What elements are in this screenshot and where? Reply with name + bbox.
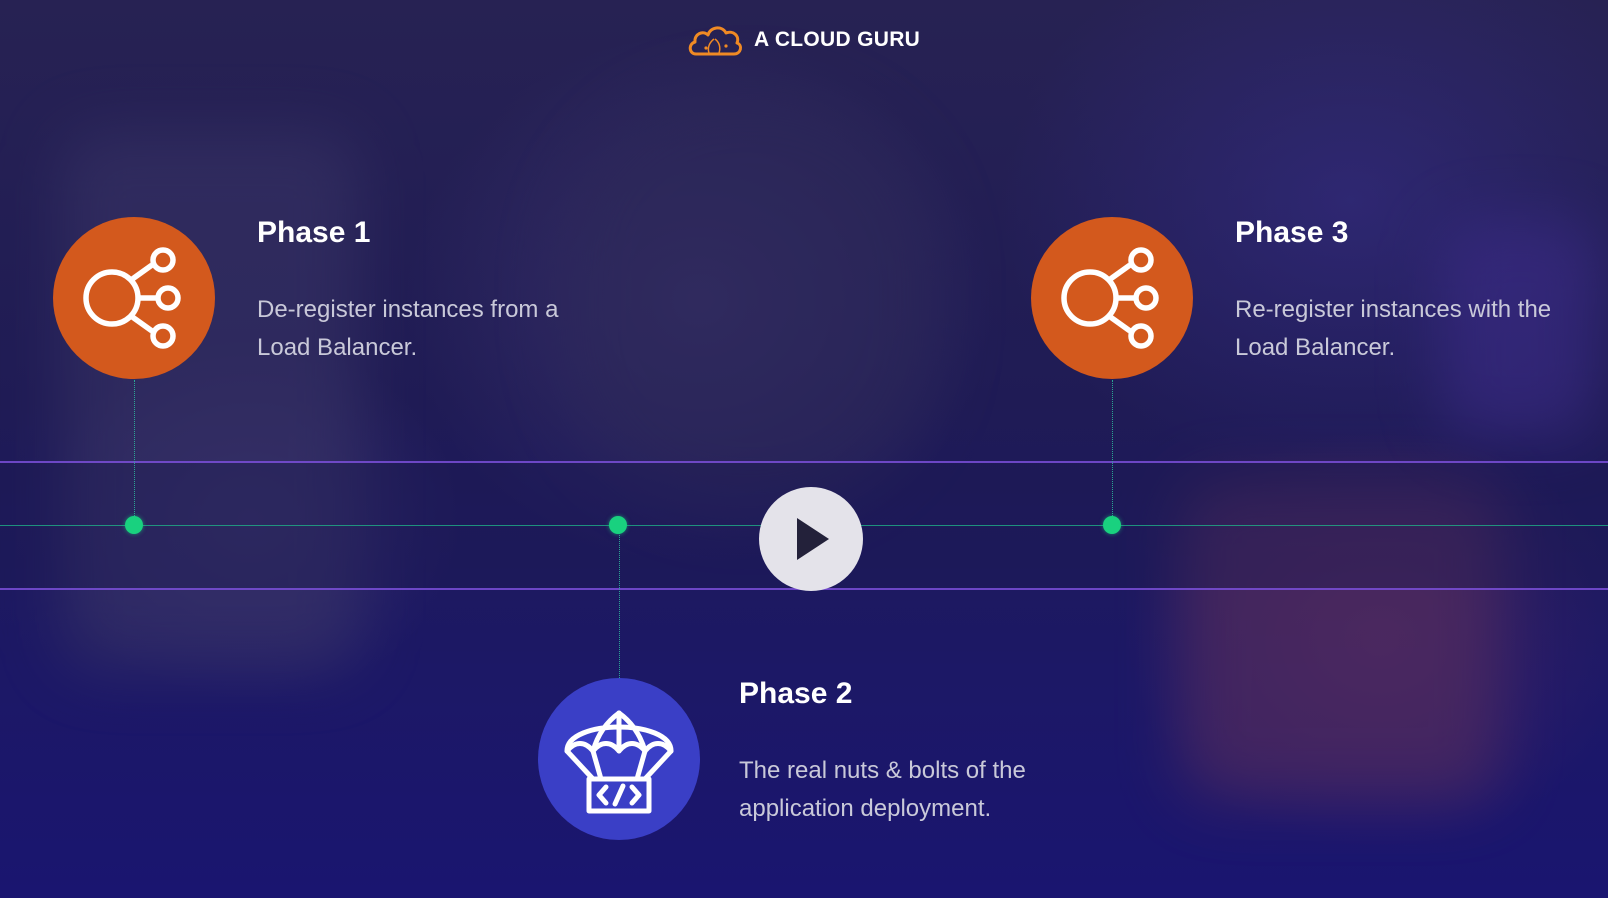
phase-3-icon-circle <box>1031 217 1193 379</box>
phase-2-connector <box>619 526 620 678</box>
phase-2-description: The real nuts & bolts of the application… <box>739 757 1026 822</box>
load-balancer-icon <box>1061 247 1159 349</box>
brand-logo: A CLOUD GURU <box>686 22 920 58</box>
load-balancer-icon <box>83 247 181 349</box>
cloud-logo-icon <box>688 26 743 56</box>
phase-3-connector <box>1112 380 1113 526</box>
phase-2-title: Phase 2 <box>739 677 853 710</box>
phase-1-connector <box>134 380 135 526</box>
play-button[interactable] <box>759 487 863 591</box>
phase-3-marker <box>1103 516 1121 534</box>
play-icon <box>797 518 829 560</box>
phase-3-title: Phase 3 <box>1235 216 1349 249</box>
phase-1-title: Phase 1 <box>257 216 371 249</box>
phase-2-icon-circle <box>538 678 700 840</box>
brand-name: A CLOUD GURU <box>754 28 921 51</box>
phase-1-icon-circle <box>53 217 215 379</box>
phase-2-marker <box>609 516 627 534</box>
background-shape <box>560 90 940 510</box>
phase-3-description: Re-register instances with the Load Bala… <box>1235 296 1552 361</box>
background-shape <box>1440 220 1600 440</box>
parachute-deploy-icon <box>564 710 674 814</box>
timeline-band-top-line <box>0 461 1608 463</box>
phase-1-description: De-register instances from a Load Balanc… <box>257 296 559 361</box>
background-shape <box>1180 480 1500 800</box>
phase-1-marker <box>125 516 143 534</box>
